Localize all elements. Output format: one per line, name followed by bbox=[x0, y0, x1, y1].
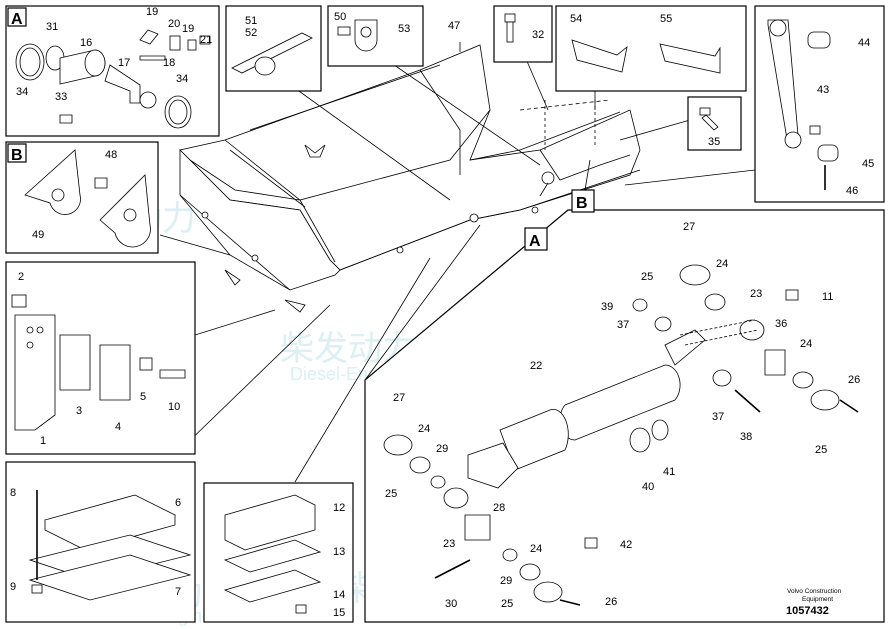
part-number-label: 37 bbox=[617, 319, 629, 331]
part-number-label: 45 bbox=[862, 158, 874, 170]
callout-a: A bbox=[524, 227, 548, 251]
part-number-label: 50 bbox=[334, 11, 346, 23]
part-number-label: 29 bbox=[436, 443, 448, 455]
callout-b: B bbox=[571, 189, 595, 213]
part-number-label: 27 bbox=[683, 221, 695, 233]
part-number-label: 37 bbox=[712, 411, 724, 423]
panel-cylinder: 27 25 24 23 11 39 37 36 24 26 22 37 38 2… bbox=[364, 209, 885, 623]
part-number-label: 12 bbox=[333, 502, 345, 514]
part-number-label: 24 bbox=[530, 543, 542, 555]
part-number-label: 49 bbox=[32, 229, 44, 241]
part-number-label: 23 bbox=[443, 538, 455, 550]
part-number-label: 22 bbox=[530, 360, 542, 372]
panel-b: B 48 49 bbox=[5, 141, 159, 254]
part-number-label: 32 bbox=[532, 29, 544, 41]
part-number-label: 55 bbox=[660, 13, 672, 25]
section-letter: A bbox=[529, 233, 541, 250]
part-number-label: 14 bbox=[333, 589, 345, 601]
part-number-label: 6 bbox=[175, 497, 181, 509]
part-number-label: 42 bbox=[620, 539, 632, 551]
part-number-label: 4 bbox=[115, 421, 121, 433]
panel-54-55: 54 55 bbox=[555, 5, 747, 92]
part-number-label: 33 bbox=[55, 91, 67, 103]
part-number-label: 20 bbox=[168, 18, 180, 30]
panel-32: 32 bbox=[493, 5, 553, 63]
part-number-label: 2 bbox=[18, 271, 24, 283]
part-number-label: 8 bbox=[10, 487, 16, 499]
panel-1-10: 2 3 4 5 10 1 bbox=[5, 261, 196, 455]
part-number-label: 5 bbox=[140, 391, 146, 403]
part-number-label: 46 bbox=[846, 185, 858, 197]
part-number-label: 26 bbox=[848, 374, 860, 386]
part-number-label: 9 bbox=[10, 581, 16, 593]
part-number-label: 54 bbox=[570, 13, 582, 25]
part-number-label: 23 bbox=[750, 288, 762, 300]
part-number-label: 13 bbox=[333, 546, 345, 558]
part-number-label: 38 bbox=[740, 431, 752, 443]
part-number-label: 34 bbox=[176, 73, 188, 85]
part-number-label: 24 bbox=[716, 258, 728, 270]
part-number-label: 25 bbox=[641, 271, 653, 283]
part-number-label: 18 bbox=[163, 57, 175, 69]
part-number-label: 44 bbox=[858, 37, 870, 49]
panel-b-label: B bbox=[11, 147, 23, 164]
panel-12-15: 12 13 14 15 bbox=[203, 482, 354, 623]
part-number-label: 11 bbox=[822, 291, 833, 303]
part-number-label: 41 bbox=[663, 466, 675, 478]
panel-a: A 19 31 16 20 19 21 18 17 34 33 34 bbox=[5, 5, 220, 137]
part-number-label: 10 bbox=[168, 401, 180, 413]
part-number-label: 31 bbox=[46, 21, 58, 33]
footer-maker: Volvo Construction bbox=[787, 588, 842, 595]
part-number-label: 16 bbox=[80, 37, 92, 49]
part-number-label: 43 bbox=[817, 84, 829, 96]
part-number-label: 24 bbox=[418, 423, 430, 435]
part-number-label: 19 bbox=[146, 6, 158, 18]
section-letter: B bbox=[576, 195, 588, 212]
panel-43-46: 44 43 45 46 bbox=[754, 5, 885, 203]
part-number-label: 25 bbox=[501, 598, 513, 610]
part-number-label: 52 bbox=[245, 27, 257, 39]
part-number-label: 26 bbox=[605, 596, 617, 608]
part-number-label: 19 bbox=[182, 23, 194, 35]
dump-body bbox=[179, 44, 641, 313]
panel-35: 35 bbox=[687, 96, 742, 151]
panel-6-9: 8 6 9 7 bbox=[5, 461, 196, 623]
part-number-label: 34 bbox=[16, 86, 28, 98]
part-number-label: 30 bbox=[445, 598, 457, 610]
part-number-label: 17 bbox=[118, 57, 130, 69]
part-number-label: 53 bbox=[398, 23, 410, 35]
part-number-label: 39 bbox=[601, 301, 613, 313]
part-number-label: 35 bbox=[708, 136, 720, 148]
panel-a-label: A bbox=[11, 11, 23, 28]
part-number-label: 48 bbox=[105, 149, 117, 161]
part-number-label: 29 bbox=[500, 575, 512, 587]
footer-number: 1057432 bbox=[786, 605, 829, 617]
part-number-label: 47 bbox=[448, 20, 460, 32]
part-number-label: 1 bbox=[40, 435, 46, 447]
panel-50-53: 50 53 47 bbox=[327, 5, 460, 67]
part-number-label: 28 bbox=[493, 502, 505, 514]
part-number-label: 25 bbox=[815, 444, 827, 456]
part-number-label: 25 bbox=[385, 488, 397, 500]
part-number-label: 3 bbox=[76, 405, 82, 417]
footer-maker-2: Equipment bbox=[802, 596, 833, 603]
part-number-label: 7 bbox=[175, 586, 181, 598]
part-number-label: 27 bbox=[393, 392, 405, 404]
part-number-label: 24 bbox=[800, 338, 812, 350]
part-number-label: 21 bbox=[200, 34, 212, 46]
part-number-label: 36 bbox=[775, 318, 787, 330]
panel-51-52: 51 52 bbox=[225, 5, 322, 92]
part-number-label: 15 bbox=[333, 607, 345, 619]
part-number-label: 40 bbox=[642, 481, 654, 493]
part-number-label: 51 bbox=[245, 15, 257, 27]
